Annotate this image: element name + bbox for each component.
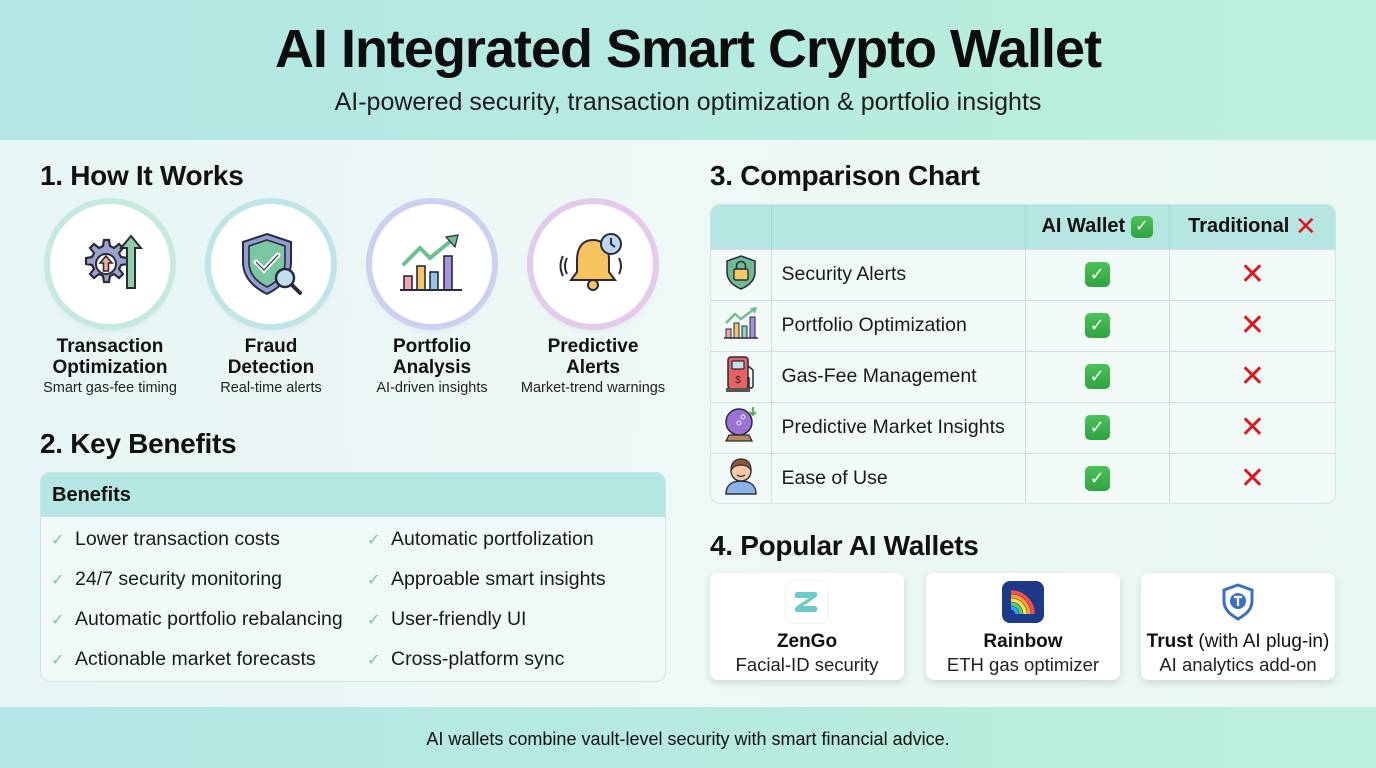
check-icon: ✓ — [367, 611, 381, 629]
page-subtitle: AI-powered security, transaction optimiz… — [334, 88, 1042, 116]
page-title: AI Integrated Smart Crypto Wallet — [274, 19, 1102, 79]
benefit-item: ✓Approable smart insights — [367, 568, 606, 590]
shield-check-magnifier-icon — [211, 204, 331, 324]
shield-lock-icon — [711, 248, 771, 300]
cross-icon: ✕ — [1294, 211, 1317, 242]
table-row: Ease of Use ✓ ✕ — [711, 452, 1335, 503]
comparison-table: AI Wallet ✓ Traditional ✕ Security Alert… — [710, 204, 1336, 504]
how-it-works-item: Portfolio Analysis AI-driven insights — [352, 204, 512, 396]
how-it-works-title: Fraud Detection — [227, 336, 315, 378]
wallet-desc: ETH gas optimizer — [946, 654, 1100, 675]
wallet-card-trust[interactable]: Trust (with AI plug-in) AI analytics add… — [1141, 573, 1335, 680]
check-box-icon: ✓ — [1084, 313, 1110, 338]
how-it-works-desc: AI-driven insights — [376, 380, 488, 396]
gas-pump-icon: $ — [711, 350, 771, 402]
wallet-name: ZenGo — [776, 631, 838, 652]
feature-name: Portfolio Optimization — [770, 299, 1025, 351]
bell-clock-icon — [533, 204, 653, 324]
cross-icon: ✕ — [1239, 411, 1265, 444]
benefits-header: Benefits — [41, 473, 665, 517]
trust-shield-logo-icon — [1217, 581, 1259, 623]
wallet-desc: Facial-ID security — [735, 654, 879, 675]
cross-icon: ✕ — [1239, 360, 1265, 393]
check-icon: ✓ — [51, 531, 65, 549]
check-box-icon: ✓ — [1084, 415, 1110, 440]
svg-text:$: $ — [735, 375, 741, 386]
benefit-item: ✓Automatic portfolization — [367, 528, 594, 550]
how-it-works-desc: Market-trend warnings — [520, 380, 666, 396]
wallet-name: Rainbow — [983, 631, 1063, 652]
section-title-key-benefits: 2. Key Benefits — [40, 428, 237, 459]
check-icon: ✓ — [367, 571, 381, 589]
how-it-works-item: Fraud Detection Real-time alerts — [191, 204, 351, 396]
how-it-works-item: Predictive Alerts Market-trend warnings — [513, 204, 673, 396]
benefits-table: Benefits ✓Lower transaction costs ✓24/7 … — [40, 472, 666, 682]
feature-name: Gas-Fee Management — [770, 350, 1025, 402]
how-it-works-desc: Real-time alerts — [220, 380, 322, 396]
feature-name: Security Alerts — [770, 248, 1025, 300]
header-banner: AI Integrated Smart Crypto Wallet AI-pow… — [0, 0, 1376, 140]
how-it-works-title: Transaction Optimization — [52, 336, 168, 378]
table-row: Predictive Market Insights ✓ ✕ — [711, 401, 1335, 453]
footer-text: AI wallets combine vault-level security … — [426, 729, 950, 749]
check-box-icon: ✓ — [1084, 364, 1110, 389]
check-box-icon: ✓ — [1130, 215, 1153, 238]
wallet-desc: AI analytics add-on — [1159, 654, 1317, 675]
check-box-icon: ✓ — [1084, 262, 1110, 287]
benefit-item: ✓24/7 security monitoring — [51, 568, 283, 590]
section-title-popular-wallets: 4. Popular AI Wallets — [710, 530, 979, 561]
cross-icon: ✕ — [1239, 462, 1265, 496]
section-title-comparison: 3. Comparison Chart — [710, 160, 980, 191]
check-icon: ✓ — [51, 571, 65, 589]
cross-icon: ✕ — [1239, 309, 1265, 342]
check-icon: ✓ — [51, 611, 65, 629]
benefit-item: ✓Automatic portfolio rebalancing — [51, 608, 343, 630]
wallet-card-zengo[interactable]: ZenGo Facial-ID security — [710, 573, 904, 680]
check-icon: ✓ — [367, 651, 381, 669]
feature-name: Ease of Use — [770, 452, 1025, 503]
how-it-works-desc: Smart gas-fee timing — [43, 380, 177, 396]
how-it-works-title: Predictive Alerts — [547, 336, 639, 378]
gear-arrow-up-icon — [50, 204, 170, 324]
benefit-item: ✓User-friendly UI — [367, 608, 527, 630]
zengo-logo-icon — [786, 581, 828, 623]
check-box-icon: ✓ — [1084, 466, 1110, 492]
how-it-works-title: Portfolio Analysis — [392, 336, 472, 378]
column-ai-wallet: AI Wallet ✓ — [1024, 205, 1170, 249]
check-icon: ✓ — [51, 651, 65, 669]
comparison-header-row: AI Wallet ✓ Traditional ✕ — [711, 205, 1335, 249]
wallet-name: Trust (with AI plug-in) — [1146, 631, 1330, 652]
feature-name: Predictive Market Insights — [770, 401, 1025, 453]
crystal-ball-icon — [711, 401, 771, 453]
rainbow-logo-icon — [1002, 581, 1044, 623]
benefit-item: ✓Cross-platform sync — [367, 648, 565, 670]
benefit-item: ✓Lower transaction costs — [51, 528, 280, 550]
column-traditional: Traditional ✕ — [1168, 205, 1335, 249]
section-title-how-it-works: 1. How It Works — [40, 160, 244, 191]
footer-banner: AI wallets combine vault-level security … — [0, 707, 1376, 768]
check-icon: ✓ — [367, 531, 381, 549]
bar-chart-trend-icon — [372, 204, 492, 324]
table-row: Security Alerts ✓ ✕ — [711, 248, 1335, 300]
cross-icon: ✕ — [1239, 258, 1265, 291]
how-it-works-item: Transaction Optimization Smart gas-fee t… — [30, 204, 190, 396]
user-avatar-icon — [711, 452, 771, 503]
table-row: Portfolio Optimization ✓ ✕ — [711, 299, 1335, 351]
table-row: $ Gas-Fee Management ✓ ✕ — [711, 350, 1335, 402]
how-it-works-list: Transaction Optimization Smart gas-fee t… — [30, 204, 678, 404]
wallet-card-rainbow[interactable]: Rainbow ETH gas optimizer — [926, 573, 1120, 680]
bar-chart-trend-icon — [711, 299, 771, 351]
benefit-item: ✓Actionable market forecasts — [51, 648, 316, 670]
